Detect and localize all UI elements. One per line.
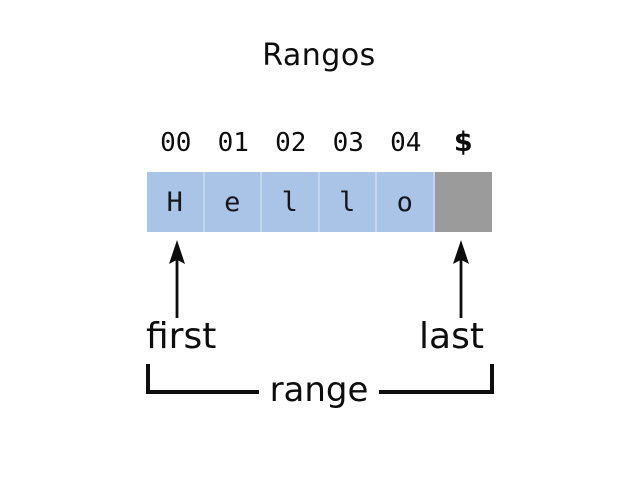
array-cell-00: H <box>147 172 205 232</box>
up-arrow-icon <box>165 240 189 318</box>
array-row: H e l l o <box>147 172 492 232</box>
array-cell-01: e <box>204 172 262 232</box>
index-label-row: 00 01 02 03 04 $ <box>147 126 492 160</box>
range-label-wrap: range <box>0 370 638 410</box>
index-label-01: 01 <box>217 128 249 158</box>
array-cell-03: l <box>319 172 377 232</box>
index-label-00: 00 <box>160 128 192 158</box>
pointer-label-last: last <box>419 316 484 357</box>
index-label-03: 03 <box>332 128 364 158</box>
index-label-sentinel: $ <box>453 127 473 158</box>
array-cell-sentinel <box>434 172 492 232</box>
array-cell-02: l <box>262 172 320 232</box>
index-label-04: 04 <box>390 128 422 158</box>
pointer-label-first: first <box>146 316 217 357</box>
up-arrow-icon <box>449 240 473 318</box>
range-label: range <box>258 370 380 410</box>
array-cell-04: o <box>377 172 435 232</box>
index-label-02: 02 <box>275 128 307 158</box>
page-title: Rangos <box>262 38 376 73</box>
